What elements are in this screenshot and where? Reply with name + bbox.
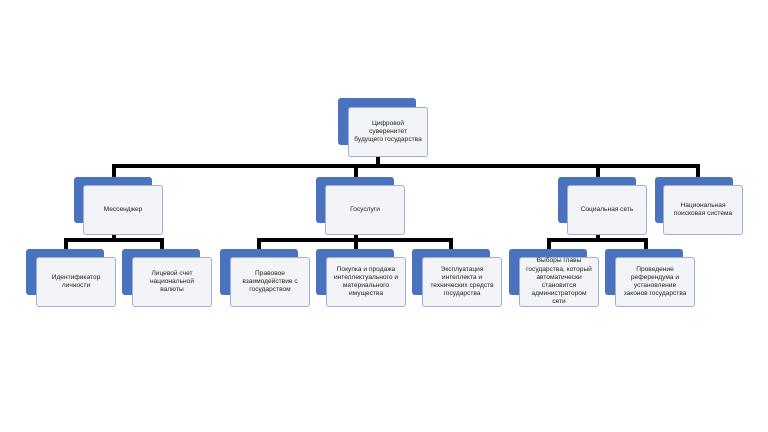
node-referendum-label: Проведение референдума и установление за… [615, 257, 695, 307]
node-messenger-label: Мессенджер [83, 185, 163, 235]
node-gosuslugi-label: Госуслуги [325, 185, 405, 235]
node-property-trade-label: Покупка и продажа интеллектуального и ма… [326, 257, 406, 307]
node-property-trade: Покупка и продажа интеллектуального и ма… [316, 249, 406, 307]
connector-root-stem [376, 154, 380, 166]
connector-drop-legal [257, 238, 261, 250]
node-identifier: Идентификатор личности [26, 249, 116, 307]
node-national-search: Национальная поисковая система [655, 177, 743, 235]
node-social-network: Социальная сеть [558, 177, 647, 235]
connector-drop-referendum [644, 238, 648, 250]
node-elections-label: Выборы главы государства, который автома… [519, 257, 599, 307]
connector-bar-messenger [64, 238, 164, 242]
node-root: Цифровой суверенитет будущего государств… [338, 98, 428, 157]
connector-drop-messenger [112, 164, 116, 178]
connector-drop-social [596, 164, 600, 178]
connector-root-bar [112, 164, 700, 168]
node-root-label: Цифровой суверенитет будущего государств… [348, 107, 428, 157]
connector-drop-id [64, 238, 68, 250]
connector-drop-account [160, 238, 164, 250]
node-tech-exploitation: Эксплуатация интеллекта и технических ср… [412, 249, 502, 307]
connector-drop-search [696, 164, 700, 178]
node-currency-account: Лицевой счет национальной валюты [122, 249, 212, 307]
node-referendum: Проведение референдума и установление за… [605, 249, 695, 307]
connector-drop-trade [354, 238, 358, 250]
connector-bar-social [547, 238, 648, 242]
connector-stem-messenger [112, 228, 116, 242]
node-identifier-label: Идентификатор личности [36, 257, 116, 307]
node-elections: Выборы главы государства, который автома… [509, 249, 599, 307]
node-legal-interaction: Правовое взаимодействие с государством [220, 249, 310, 307]
connector-drop-tech [449, 238, 453, 250]
node-legal-interaction-label: Правовое взаимодействие с государством [230, 257, 310, 307]
node-social-network-label: Социальная сеть [567, 185, 647, 235]
node-tech-exploitation-label: Эксплуатация интеллекта и технических ср… [422, 257, 502, 307]
node-gosuslugi: Госуслуги [316, 177, 405, 235]
connector-stem-social [596, 228, 600, 242]
node-currency-account-label: Лицевой счет национальной валюты [132, 257, 212, 307]
node-national-search-label: Национальная поисковая система [663, 185, 743, 235]
connector-stem-gosuslugi [354, 228, 358, 242]
connector-drop-gosuslugi [354, 164, 358, 178]
connector-drop-elections [547, 238, 551, 250]
node-messenger: Мессенджер [74, 177, 163, 235]
